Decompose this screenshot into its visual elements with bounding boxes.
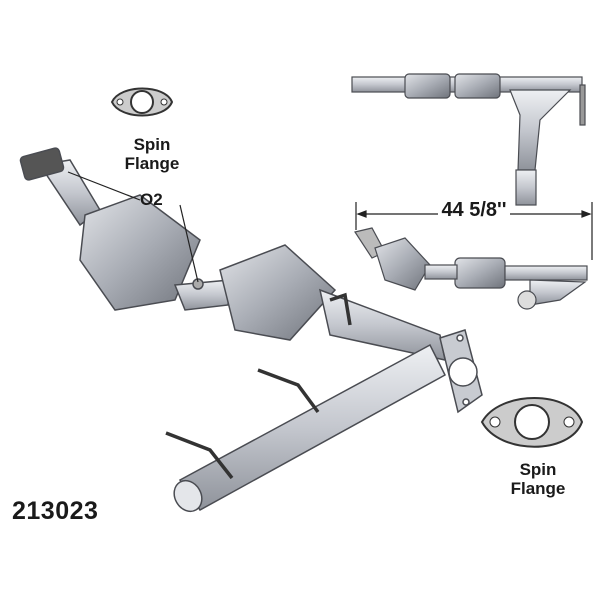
label-line: Flange: [124, 154, 180, 173]
spin-flange-gasket-top: [110, 87, 174, 117]
o2-sensor-label: O2: [140, 190, 163, 209]
part-number: 213023: [12, 497, 99, 525]
main-exhaust-assembly: [19, 147, 483, 513]
side-view-assembly: [354, 227, 588, 310]
spin-flange-label-bottom: Spin Flange: [498, 460, 578, 498]
dimension-line: [355, 202, 593, 260]
spin-flange-label-top: Spin Flange: [112, 135, 192, 173]
dimension-label: 44 5/8'': [441, 199, 507, 221]
top-view-assembly: [351, 73, 586, 206]
hanger-rods: [165, 292, 352, 480]
label-line: Spin: [133, 135, 171, 154]
label-line: Flange: [510, 479, 566, 498]
label-line: Spin: [519, 460, 557, 479]
spin-flange-gasket-bottom: [480, 397, 584, 448]
o2-leader-lines: [67, 171, 199, 283]
